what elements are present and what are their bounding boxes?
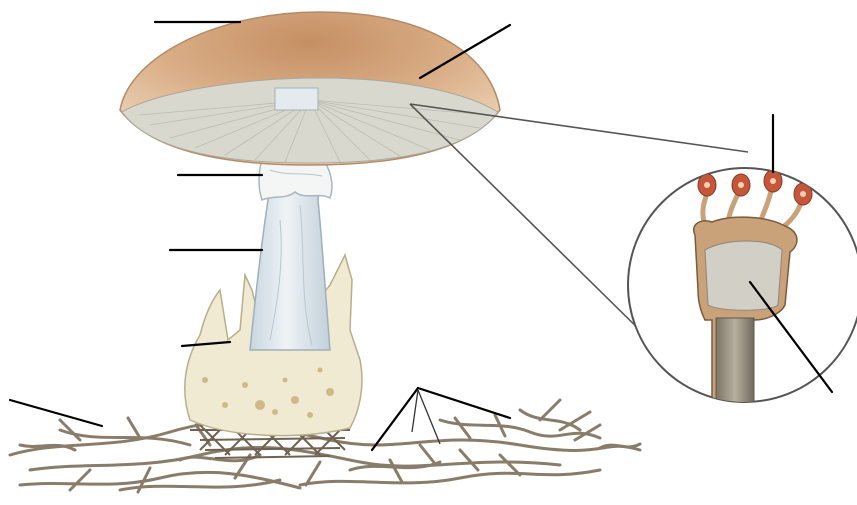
leader-mycelium-right-b: [418, 388, 510, 418]
magnified-basidium: [410, 104, 857, 408]
hypha-branch-pointer: [412, 390, 440, 444]
cap: [120, 12, 500, 165]
leader-mycelium-right-a: [372, 388, 418, 450]
leader-mycelium-left: [10, 400, 102, 426]
